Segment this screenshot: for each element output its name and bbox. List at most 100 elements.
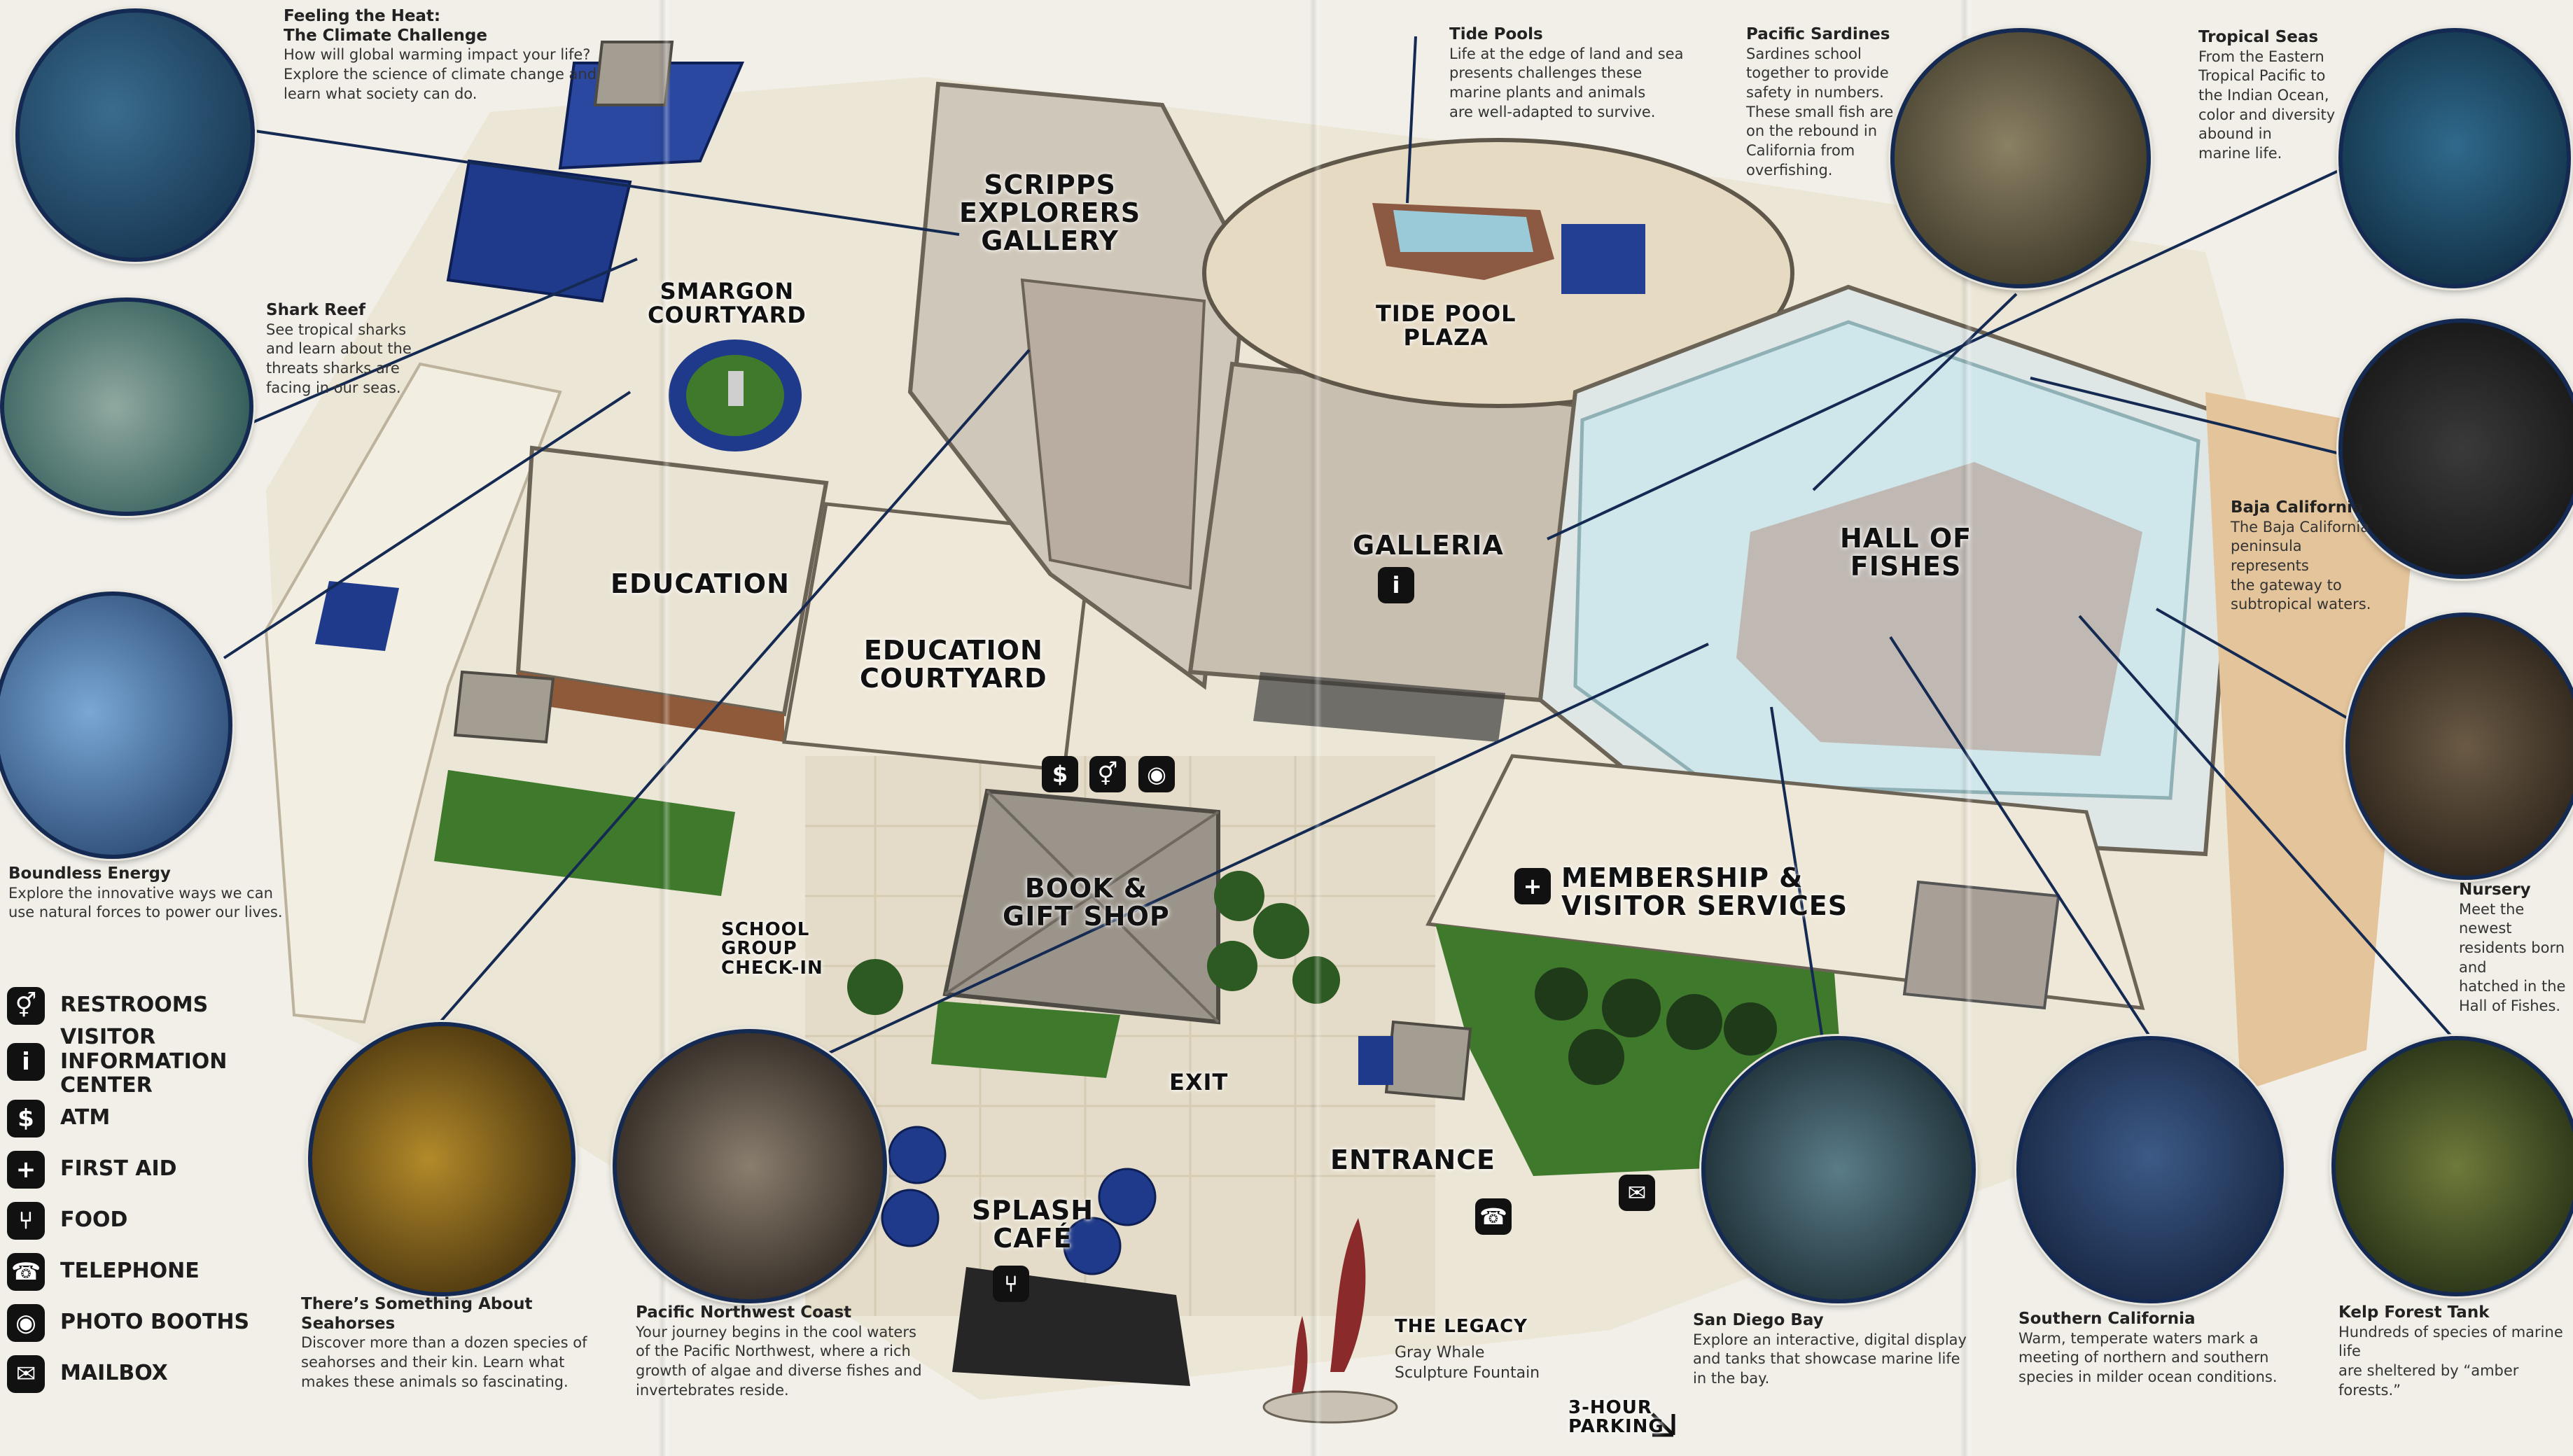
legend-label: PHOTO BOOTHS	[60, 1310, 250, 1335]
photo-shark	[0, 298, 253, 516]
atm-icon[interactable]: $	[1042, 756, 1078, 792]
info-icon[interactable]: i	[1378, 567, 1414, 603]
callout-title: Pacific Sardines	[1746, 25, 1890, 43]
food-icon: ⑂	[7, 1201, 45, 1240]
label-exit[interactable]: EXIT	[1169, 1069, 1229, 1096]
mailbox-icon[interactable]: ✉	[1619, 1175, 1655, 1211]
legend-item-first-aid: + FIRST AID	[7, 1144, 315, 1195]
callout-kelp-forest: Kelp Forest Tank Hundreds of species of …	[2338, 1303, 2573, 1400]
camera-icon[interactable]: ◉	[1138, 756, 1175, 792]
callout-baja-california: Baja California The Baja California peni…	[2231, 498, 2385, 615]
legend-item-restrooms: ⚥ RESTROOMS	[7, 980, 315, 1031]
callout-text: Hundreds of species of marine life are s…	[2338, 1323, 2563, 1399]
first-aid-icon: +	[7, 1150, 45, 1189]
callout-text: Your journey begins in the cool waters o…	[636, 1323, 922, 1399]
paper-fold	[1960, 0, 1973, 1456]
restroom-icon: ⚥	[7, 986, 45, 1025]
legend-item-photo-booths: ◉ PHOTO BOOTHS	[7, 1297, 315, 1348]
legend-item-atm: $ ATM	[7, 1093, 315, 1144]
first-aid-icon[interactable]: +	[1514, 868, 1551, 904]
photo-moorish-idol	[2338, 318, 2573, 579]
legend-label: TELEPHONE	[60, 1259, 200, 1284]
label-book-gift-shop[interactable]: BOOK & GIFT SHOP	[1003, 873, 1170, 932]
callout-text: Warm, temperate waters mark a meeting of…	[2018, 1329, 2278, 1386]
photo-kelp-forest	[2331, 1036, 2573, 1296]
label-the-legacy: THE LEGACY	[1395, 1316, 1528, 1337]
paper-fold	[1309, 0, 1322, 1456]
legend-label: FOOD	[60, 1208, 128, 1233]
photo-seahorse	[308, 1022, 576, 1296]
photo-climate-exhibit	[15, 8, 255, 262]
mailbox-icon: ✉	[7, 1354, 45, 1393]
callout-boundless-energy: Boundless Energy Explore the innovative …	[8, 864, 316, 923]
callout-shark-reef: Shark Reef See tropical sharks and learn…	[266, 301, 476, 398]
food-icon[interactable]: ⑂	[993, 1266, 1029, 1302]
map-legend: ⚥ RESTROOMS i VISITOR INFORMATION CENTER…	[7, 980, 315, 1399]
callout-text: See tropical sharks and learn about the …	[266, 321, 412, 396]
callout-text: Explore an interactive, digital display …	[1693, 1331, 1967, 1387]
callout-text: Discover more than a dozen species of se…	[301, 1334, 587, 1390]
legend-label: ATM	[60, 1105, 111, 1130]
legend-item-visitor-info: i VISITOR INFORMATION CENTER	[7, 1026, 315, 1098]
photo-san-diego-bay	[1701, 1036, 1976, 1303]
callout-text: Meet the newest residents born and hatch…	[2459, 900, 2566, 1015]
callout-title: Shark Reef	[266, 301, 366, 319]
label-tide-pool-plaza[interactable]: TIDE POOL PLAZA	[1376, 300, 1516, 351]
photo-wind-turbines	[0, 592, 232, 859]
callout-southern-california: Southern California Warm, temperate wate…	[2018, 1310, 2299, 1387]
callout-tropical-seas: Tropical Seas From the Eastern Tropical …	[2198, 28, 2345, 164]
label-membership-visitor-services[interactable]: MEMBERSHIP & VISITOR SERVICES	[1561, 862, 1848, 921]
label-hall-of-fishes[interactable]: HALL OF FISHES	[1840, 523, 1972, 582]
callout-text: How will global warming impact your life…	[284, 46, 597, 102]
legend-label: MAILBOX	[60, 1361, 168, 1386]
label-splash-cafe[interactable]: SPLASH CAFÉ	[972, 1195, 1094, 1254]
label-3-hour-parking[interactable]: 3-HOUR PARKING	[1568, 1397, 1664, 1438]
legend-item-food: ⑂ FOOD	[7, 1195, 315, 1246]
callout-title: Boundless Energy	[8, 864, 171, 883]
camera-icon: ◉	[7, 1303, 45, 1342]
legend-item-mailbox: ✉ MAILBOX	[7, 1348, 315, 1399]
label-education-courtyard[interactable]: EDUCATION COURTYARD	[860, 635, 1047, 694]
callout-text: Sardines school together to provide safe…	[1746, 45, 1894, 178]
restroom-icon[interactable]: ⚥	[1089, 756, 1126, 792]
telephone-icon[interactable]: ☎	[1475, 1198, 1512, 1235]
callout-title: There’s Something About Seahorses	[301, 1295, 533, 1333]
callout-seahorses: There’s Something About Seahorses Discov…	[301, 1295, 623, 1392]
callout-text: Life at the edge of land and sea present…	[1449, 45, 1684, 120]
callout-text: The Baja California peninsula represents…	[2231, 518, 2371, 613]
photo-horn-shark	[2345, 612, 2573, 880]
callout-san-diego-bay: San Diego Bay Explore an interactive, di…	[1693, 1311, 2001, 1389]
label-galleria[interactable]: GALLERIA	[1353, 530, 1504, 561]
legend-label: FIRST AID	[60, 1156, 177, 1182]
label-entrance[interactable]: ENTRANCE	[1330, 1144, 1495, 1175]
callout-title: Pacific Northwest Coast	[636, 1303, 852, 1322]
callout-pacific-northwest: Pacific Northwest Coast Your journey beg…	[636, 1303, 958, 1400]
callout-title: San Diego Bay	[1693, 1311, 1824, 1329]
legend-label: RESTROOMS	[60, 993, 209, 1018]
legend-label: VISITOR INFORMATION CENTER	[60, 1025, 228, 1098]
callout-climate-challenge: Feeling the Heat: The Climate Challenge …	[284, 7, 606, 104]
callout-nursery: Nursery Meet the newest residents born a…	[2459, 881, 2571, 1016]
callout-title: Baja California	[2231, 498, 2364, 517]
callout-title: Feeling the Heat: The Climate Challenge	[284, 7, 487, 45]
label-school-group-check-in[interactable]: SCHOOL GROUP CHECK-IN	[721, 919, 823, 979]
callout-title: Kelp Forest Tank	[2338, 1303, 2490, 1322]
callout-title: Tide Pools	[1449, 25, 1543, 43]
info-icon: i	[7, 1043, 45, 1081]
telephone-icon: ☎	[7, 1252, 45, 1291]
atm-icon: $	[7, 1099, 45, 1138]
callout-title: Nursery	[2459, 881, 2531, 899]
callout-text: Explore the innovative ways we can use n…	[8, 884, 283, 921]
photo-sardines	[1890, 28, 2151, 288]
photo-southern-california	[2016, 1036, 2284, 1303]
callout-title: Tropical Seas	[2198, 28, 2319, 46]
callout-title: Southern California	[2018, 1310, 2196, 1328]
label-education[interactable]: EDUCATION	[611, 568, 790, 599]
legacy-subtitle: Gray Whale Sculpture Fountain	[1395, 1344, 1540, 1382]
label-scripps-explorers-gallery[interactable]: SCRIPPS EXPLORERS GALLERY	[959, 169, 1141, 256]
photo-octopus	[613, 1029, 887, 1303]
photo-tropical-seas	[2338, 28, 2571, 288]
legend-item-telephone: ☎ TELEPHONE	[7, 1246, 315, 1297]
label-smargon-courtyard[interactable]: SMARGON COURTYARD	[648, 278, 807, 328]
callout-tide-pools: Tide Pools Life at the edge of land and …	[1449, 25, 1715, 122]
